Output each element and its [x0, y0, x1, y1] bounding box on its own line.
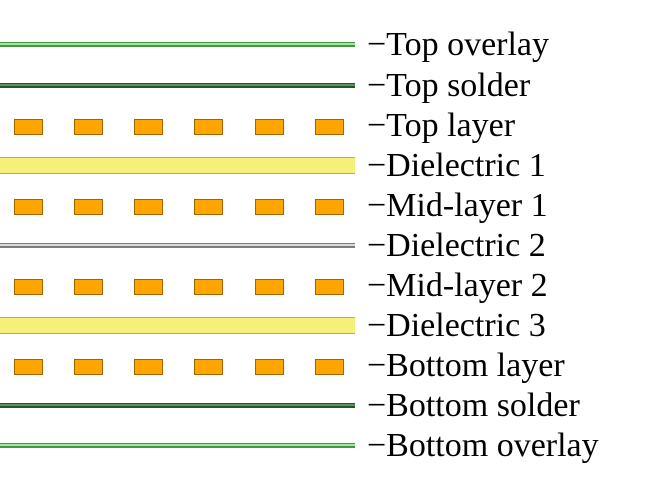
copper-pad	[134, 359, 163, 375]
bottom-layer-graphic	[0, 346, 355, 386]
copper-pad	[14, 279, 43, 295]
layer-label-bottom-overlay: −Bottom overlay	[367, 427, 599, 464]
top-solder-graphic	[0, 66, 355, 106]
layer-row-mid-layer-1: −Mid-layer 1	[0, 186, 650, 226]
top-solder-line	[0, 83, 355, 88]
copper-pad	[14, 199, 43, 215]
layer-row-bottom-solder: −Bottom solder	[0, 386, 650, 426]
layer-label-dielectric-1: −Dielectric 1	[367, 147, 546, 184]
layer-label-mid-layer-1: −Mid-layer 1	[367, 187, 548, 224]
layer-row-top-overlay: −Top overlay	[0, 25, 650, 65]
layer-row-top-solder: −Top solder	[0, 66, 650, 106]
bottom-solder-line	[0, 403, 355, 408]
dielectric-2-line	[0, 243, 355, 248]
dielectric-1-band	[0, 157, 355, 174]
copper-pad	[255, 359, 284, 375]
layer-label-top-solder: −Top solder	[367, 67, 531, 104]
top-overlay-graphic	[0, 25, 355, 65]
copper-pad	[194, 359, 223, 375]
dielectric-2-graphic	[0, 226, 355, 266]
top-layer-graphic	[0, 106, 355, 146]
copper-pad	[14, 119, 43, 135]
copper-pad	[134, 119, 163, 135]
copper-pad	[134, 279, 163, 295]
layer-label-dielectric-2: −Dielectric 2	[367, 227, 546, 264]
copper-pad	[194, 279, 223, 295]
copper-pad	[255, 119, 284, 135]
copper-pad	[194, 119, 223, 135]
copper-pad	[134, 199, 163, 215]
mid-layer-1-graphic	[0, 186, 355, 226]
layer-row-dielectric-1: −Dielectric 1	[0, 146, 650, 186]
layer-row-dielectric-2: −Dielectric 2	[0, 226, 650, 266]
mid-layer-2-graphic	[0, 266, 355, 306]
copper-pad	[14, 359, 43, 375]
copper-pad	[315, 359, 344, 375]
bottom-overlay-line	[0, 443, 355, 448]
copper-pad	[315, 279, 344, 295]
bottom-overlay-graphic	[0, 426, 355, 466]
layer-row-top-layer: −Top layer	[0, 106, 650, 146]
layer-label-top-layer: −Top layer	[367, 107, 516, 144]
layer-label-mid-layer-2: −Mid-layer 2	[367, 267, 548, 304]
copper-pad	[74, 359, 103, 375]
layer-row-dielectric-3: −Dielectric 3	[0, 306, 650, 346]
copper-pad	[194, 199, 223, 215]
dielectric-3-band	[0, 317, 355, 334]
layer-label-bottom-solder: −Bottom solder	[367, 387, 580, 424]
copper-pad	[315, 199, 344, 215]
copper-pad	[255, 199, 284, 215]
layer-label-bottom-layer: −Bottom layer	[367, 347, 565, 384]
copper-pad	[255, 279, 284, 295]
dielectric-1-graphic	[0, 146, 355, 186]
bottom-solder-graphic	[0, 386, 355, 426]
top-overlay-line	[0, 42, 355, 47]
copper-pad	[74, 199, 103, 215]
copper-pad	[74, 119, 103, 135]
layer-row-bottom-overlay: −Bottom overlay	[0, 426, 650, 466]
dielectric-3-graphic	[0, 306, 355, 346]
copper-pad	[315, 119, 344, 135]
copper-pad	[74, 279, 103, 295]
layer-row-bottom-layer: −Bottom layer	[0, 346, 650, 386]
layer-label-top-overlay: −Top overlay	[367, 26, 550, 63]
layer-row-mid-layer-2: −Mid-layer 2	[0, 266, 650, 306]
layer-label-dielectric-3: −Dielectric 3	[367, 307, 546, 344]
